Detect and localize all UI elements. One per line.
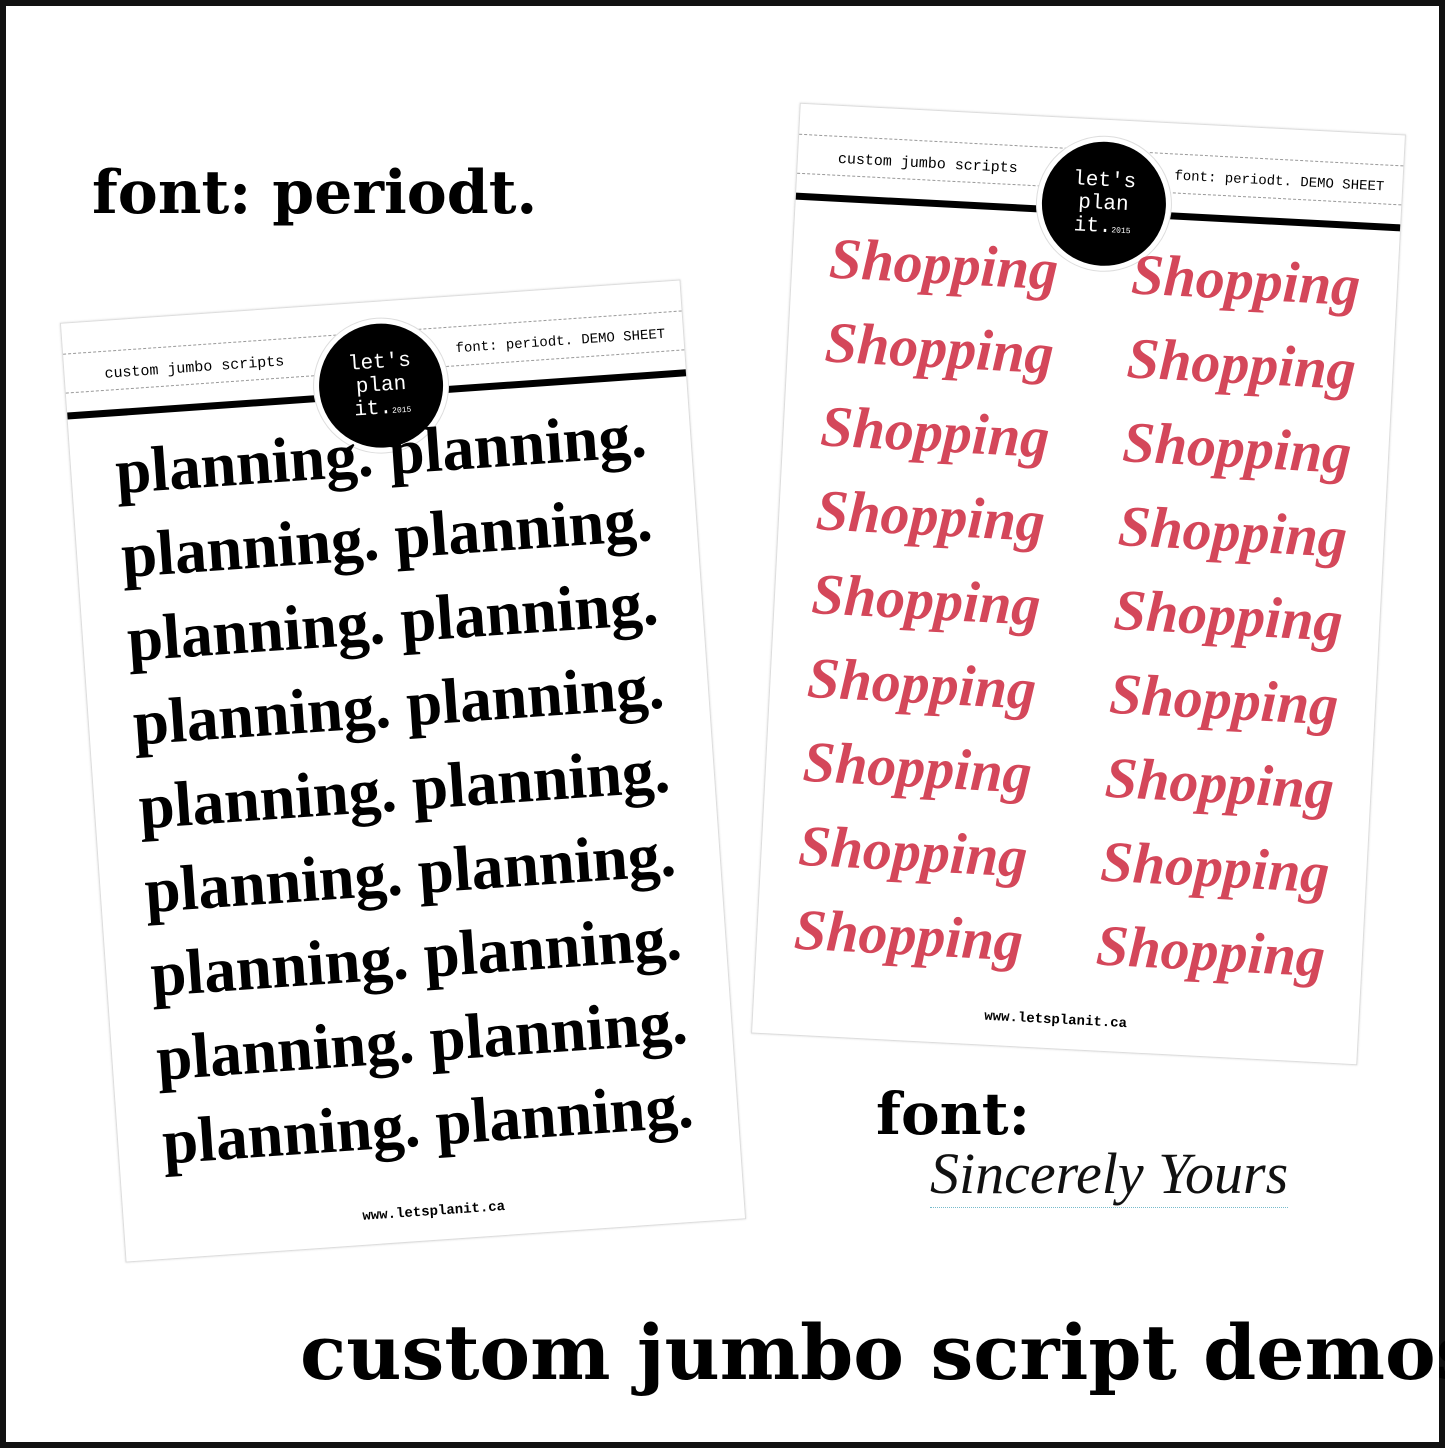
- shopping-demo-sheet: custom jumbo scripts font: periodt. DEMO…: [751, 102, 1406, 1066]
- shopping-word: Shopping: [797, 812, 1030, 890]
- planning-demo-sheet: custom jumbo scripts font: periodt. DEMO…: [59, 279, 747, 1263]
- shopping-word: Shopping: [1099, 828, 1332, 905]
- shopping-word: Shopping: [810, 560, 1043, 638]
- bottom-font-label: font:: [876, 1080, 1031, 1148]
- shopping-word: Shopping: [1094, 911, 1327, 989]
- shopping-word: Shopping: [805, 644, 1038, 722]
- sheet-header: custom jumbo scripts font: periodt. DEMO…: [795, 133, 1404, 275]
- shopping-word: Shopping: [1103, 744, 1336, 822]
- shopping-word: Shopping: [801, 728, 1034, 806]
- shopping-word: Shopping: [1129, 240, 1362, 318]
- top-font-label: font: periodt.: [92, 158, 538, 228]
- shopping-word: Shopping: [814, 476, 1047, 554]
- shopping-word: Shopping: [827, 225, 1060, 302]
- footer-title: custom jumbo script demos.: [300, 1308, 1445, 1397]
- header-right-text: font: periodt. DEMO SHEET: [1173, 168, 1385, 196]
- planning-rows: planning. planning. planning. planning. …: [69, 390, 740, 1187]
- shopping-word: Shopping: [1107, 660, 1340, 738]
- header-left-text: custom jumbo scripts: [837, 150, 1019, 178]
- script-font-name: Sincerely Yours: [930, 1141, 1289, 1208]
- shopping-word: Shopping: [792, 896, 1025, 974]
- shopping-word: Shopping: [823, 308, 1056, 386]
- shopping-word: Shopping: [1121, 408, 1354, 486]
- sheet-url: www.letsplanit.ca: [983, 1008, 1128, 1033]
- shopping-word: Shopping: [1116, 492, 1349, 570]
- shopping-word: Shopping: [1125, 324, 1358, 402]
- shopping-word: Shopping: [1112, 576, 1345, 654]
- shopping-word: Shopping: [819, 392, 1052, 470]
